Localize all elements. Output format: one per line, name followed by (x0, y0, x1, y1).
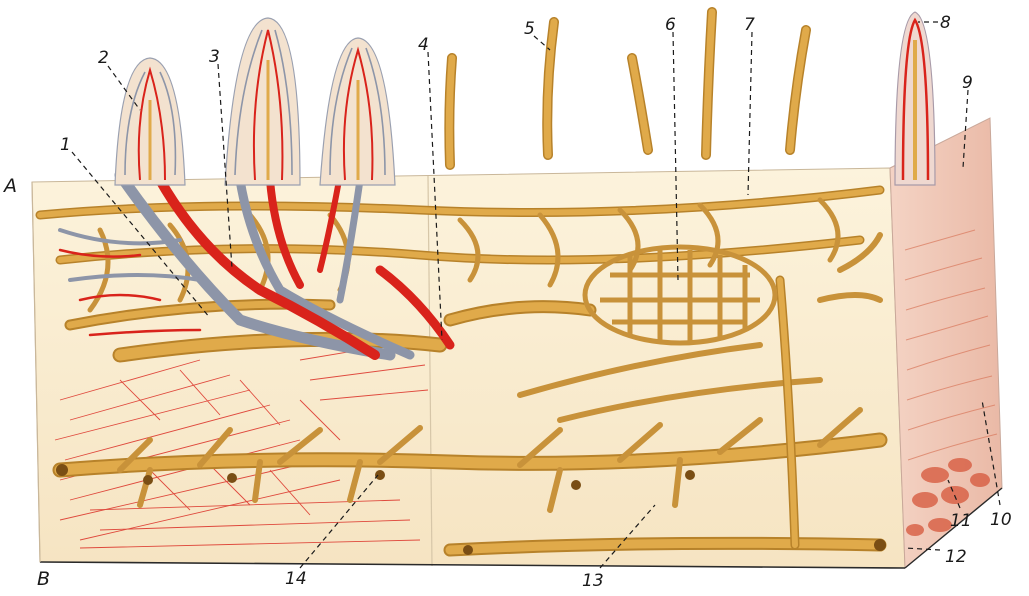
label-8: 8 (940, 13, 951, 33)
label-2: 2 (98, 48, 109, 68)
label-4: 4 (418, 35, 429, 55)
label-9: 9 (962, 73, 973, 93)
label-6: 6 (665, 15, 676, 35)
side-label-bottom: B (37, 568, 50, 590)
label-13: 13 (582, 571, 604, 591)
label-11: 11 (950, 511, 972, 531)
villi-with-vessels (115, 18, 395, 185)
label-10: 10 (990, 510, 1012, 530)
label-3: 3 (209, 47, 220, 67)
label-7: 7 (744, 15, 755, 35)
label-5: 5 (524, 19, 535, 39)
label-12: 12 (945, 547, 967, 567)
side-label-top: A (2, 175, 17, 197)
right-villus (895, 12, 935, 185)
label-14: 14 (285, 569, 307, 589)
label-1: 1 (60, 135, 71, 155)
